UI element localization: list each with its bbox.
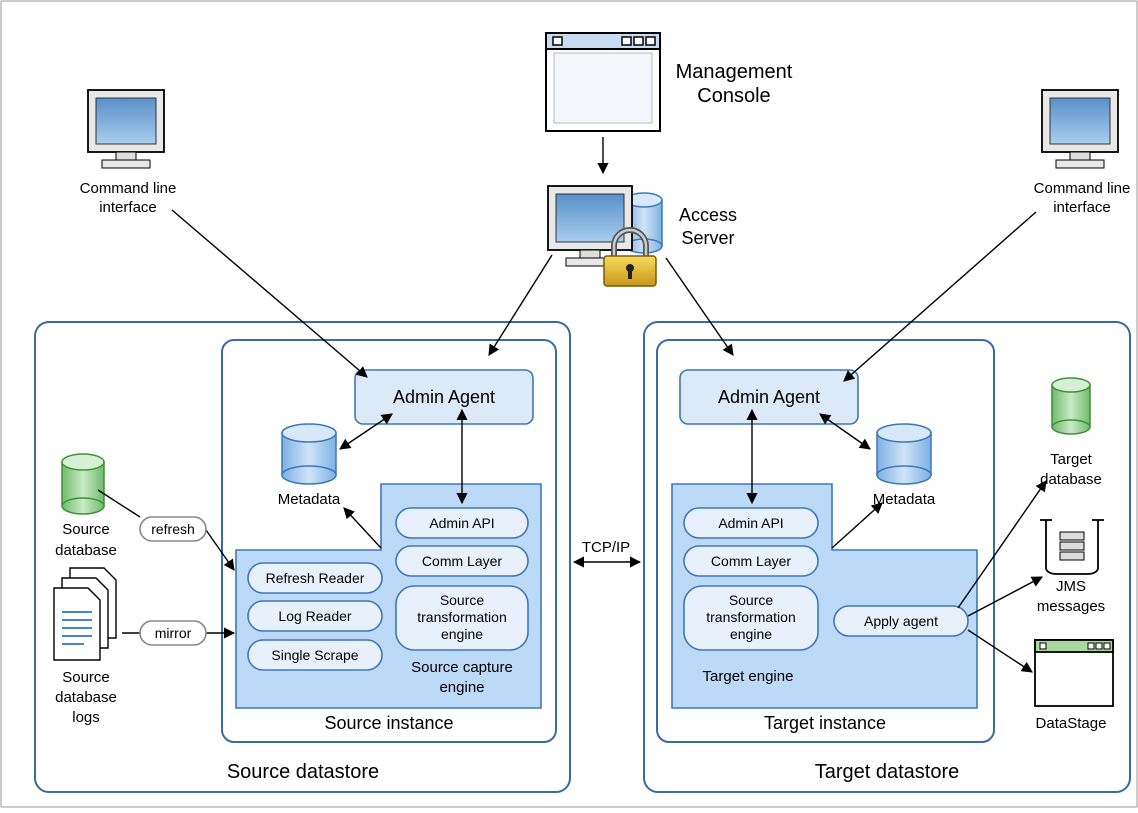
source-logs-label-3: logs (72, 709, 100, 726)
source-admin-metadata-arrow (339, 413, 393, 450)
source-metadata-label: Metadata (278, 491, 341, 508)
refresh-tag (139, 516, 207, 542)
cli-left-label-2: interface (99, 199, 157, 216)
log-reader-label: Log Reader (278, 608, 352, 624)
source-database-icon (61, 453, 105, 515)
source-admin-api (395, 507, 529, 539)
source-engine-metadata-arrow (343, 507, 382, 549)
console-label-2: Console (697, 85, 770, 107)
target-transform-label-2: transformation (706, 609, 795, 625)
mirror-tag (139, 620, 207, 646)
target-comm-layer-label: Comm Layer (711, 553, 791, 569)
target-admin-api (683, 507, 819, 539)
source-logs-label-1: Source (62, 669, 110, 686)
mirror-tag-label: mirror (155, 625, 192, 641)
source-comm-layer (395, 545, 529, 577)
source-db-label-1: Source (62, 521, 110, 538)
single-scrape (247, 639, 383, 671)
refresh-line-a (97, 489, 141, 518)
target-engine-label: Target engine (703, 668, 794, 685)
target-admin-metadata-arrow (819, 413, 871, 450)
log-reader (247, 600, 383, 632)
cli-right-label-2: interface (1053, 199, 1111, 216)
source-transform-label-2: transformation (417, 609, 506, 625)
target-engine-metadata-arrow (831, 502, 883, 549)
target-instance-label: Target instance (764, 713, 886, 733)
apply-to-datastage-arrow (967, 629, 1033, 673)
cli-left-label-1: Command line (80, 180, 177, 197)
target-metadata-label: Metadata (873, 491, 936, 508)
source-instance-label: Source instance (324, 713, 453, 733)
source-admin-agent (354, 369, 534, 425)
source-db-label-2: database (55, 542, 117, 559)
tcpip-label: TCP/IP (582, 539, 630, 556)
access-label-2: Server (681, 228, 734, 248)
jms-queue-icon (1040, 519, 1104, 575)
refresh-reader (247, 562, 383, 594)
cli-right-to-admin-arrow (843, 211, 1037, 382)
source-metadata-db-icon (281, 423, 337, 485)
target-transform-label-3: engine (730, 626, 772, 642)
cli-right-computer-icon (1041, 89, 1119, 169)
apply-agent (833, 605, 969, 637)
refresh-reader-label: Refresh Reader (266, 570, 365, 586)
source-logs-documents-icon (53, 567, 117, 661)
source-capture-label-1: Source capture (411, 659, 513, 676)
apply-to-jms-arrow (967, 576, 1043, 617)
apply-agent-label: Apply agent (864, 613, 938, 629)
access-label-1: Access (679, 205, 737, 225)
refresh-line-b (205, 529, 235, 571)
cli-right-label-1: Command line (1034, 180, 1131, 197)
target-datastore-panel (643, 321, 1131, 793)
target-admin-api-label: Admin API (718, 515, 783, 531)
refresh-tag-label: refresh (151, 521, 195, 537)
lock-icon (603, 227, 657, 287)
source-admin-agent-label: Admin Agent (393, 387, 495, 407)
console-label-1: Management (676, 61, 793, 83)
source-logs-label-2: database (55, 689, 117, 706)
source-transform-label-3: engine (441, 626, 483, 642)
target-transformation-engine (683, 585, 819, 651)
cli-left-computer-icon (87, 89, 165, 169)
access-to-target-admin-arrow (665, 257, 734, 356)
jms-label-1: JMS (1056, 578, 1086, 595)
access-to-source-admin-arrow (488, 254, 553, 356)
target-database-icon (1051, 377, 1091, 435)
source-datastore-label: Source datastore (227, 761, 379, 783)
target-transform-label-1: Source (729, 592, 774, 608)
source-comm-layer-label: Comm Layer (422, 553, 502, 569)
management-console-icon (545, 32, 661, 132)
source-admin-api-label: Admin API (429, 515, 494, 531)
source-instance-panel (221, 339, 557, 743)
target-comm-layer (683, 545, 819, 577)
datastage-label: DataStage (1036, 715, 1107, 732)
target-engine (671, 483, 978, 709)
target-datastore-label: Target datastore (815, 761, 960, 783)
target-db-label-2: database (1040, 471, 1102, 488)
target-admin-agent (679, 369, 859, 425)
single-scrape-label: Single Scrape (271, 647, 358, 663)
target-metadata-db-icon (876, 423, 932, 485)
target-db-label-1: Target (1050, 451, 1093, 468)
source-transform-label-1: Source (440, 592, 485, 608)
apply-to-target-db-arrow (957, 480, 1047, 609)
source-capture-label-2: engine (439, 679, 484, 696)
target-instance-panel (656, 339, 995, 743)
jms-label-2: messages (1037, 598, 1105, 615)
cli-left-to-admin-arrow (171, 209, 368, 378)
target-admin-agent-label: Admin Agent (718, 387, 820, 407)
source-transformation-engine (395, 585, 529, 651)
datastage-window-icon (1034, 639, 1114, 707)
